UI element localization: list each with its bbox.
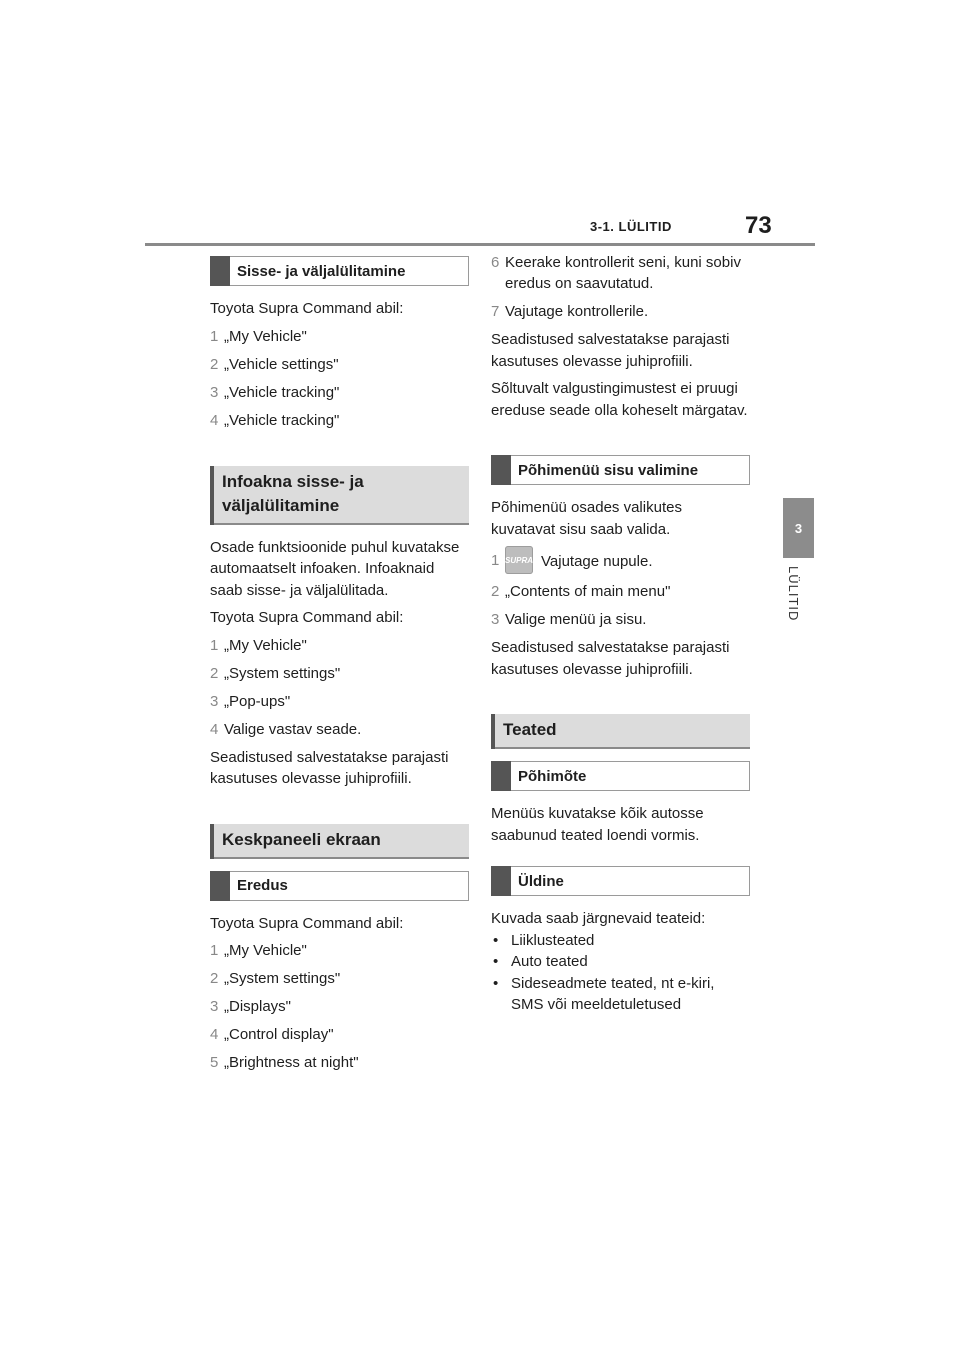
running-header-section: 3-1. LÜLITID: [590, 219, 672, 234]
heading-text: Põhimõte: [518, 767, 587, 785]
page-number: 73: [745, 212, 772, 239]
heading-marker: [491, 455, 511, 485]
intro-text: Toyota Supra Command abil:: [210, 609, 404, 626]
heading-text: Üldine: [518, 872, 564, 890]
supra-menu-button-icon: SUPRA: [505, 546, 533, 574]
heading-marker: [210, 823, 214, 859]
header-rule: [145, 243, 815, 246]
heading-text: Sisse- ja väljalülitamine: [237, 262, 406, 280]
section-heading-general: Üldine: [491, 866, 750, 896]
paragraph: Seadistused salvestatakse parajasti kasu…: [210, 748, 449, 788]
heading-text-line1: Infoakna sisse- ja: [222, 471, 364, 491]
paragraph: Menüüs kuvatakse kõik autosse saabunud t…: [491, 805, 704, 844]
heading-marker: [491, 714, 495, 749]
intro-text: Toyota Supra Command abil:: [210, 300, 404, 317]
heading-text: Teated: [503, 720, 557, 739]
heading-text: Keskpaneeli ekraan: [222, 829, 381, 849]
paragraph: Sõltuvalt valgustingimustest ei pruugi e…: [491, 380, 748, 419]
left-column: Sisse- ja väljalülitamine Toyota Supra C…: [210, 256, 469, 1080]
bullet-item: •Sideseadmete teated, nt e-kiri, SMS või…: [493, 974, 715, 1014]
heading-text: Eredus: [237, 877, 288, 894]
section-heading-infowindow: Infoakna sisse- ja väljalülitamine: [210, 465, 469, 525]
heading-marker: [210, 256, 230, 286]
list-item: 2„Contents of main menu": [491, 583, 671, 600]
list-item: 3„Vehicle tracking": [210, 383, 340, 401]
paragraph: Seadistused salvestatakse parajasti kasu…: [491, 331, 730, 370]
bullet-item: •Auto teated: [493, 953, 588, 970]
list-item: 2„System settings": [210, 970, 341, 987]
list-item: 3„Displays": [210, 998, 292, 1015]
paragraph: Kuvada saab järgnevaid teateid:: [491, 910, 706, 927]
list-item: 1„My Vehicle": [210, 636, 307, 654]
paragraph: Seadistused salvestatakse parajasti kasu…: [491, 639, 730, 678]
intro-text: Toyota Supra Command abil:: [210, 914, 404, 932]
chapter-tab: 3: [783, 498, 814, 558]
list-item: 2„Vehicle settings": [210, 355, 339, 373]
list-item: 5„Brightness at night": [210, 1054, 359, 1071]
paragraph: Põhimenüü osades valikutes kuvatavat sis…: [491, 499, 682, 538]
section-heading-principle: Põhimõte: [491, 761, 750, 791]
heading-marker: [491, 761, 511, 791]
list-item: 4„Control display": [210, 1026, 334, 1043]
heading-marker: [210, 465, 214, 525]
list-item: 3„Pop-ups": [210, 692, 291, 710]
chapter-tab-label: LÜLITID: [786, 566, 801, 622]
list-item: 1„My Vehicle": [210, 327, 307, 345]
heading-marker: [210, 870, 230, 901]
heading-marker: [491, 866, 511, 896]
list-item: 1„My Vehicle": [210, 942, 307, 959]
section-heading-center-display: Keskpaneeli ekraan: [210, 823, 469, 859]
heading-text-line2: väljalülitamine: [222, 495, 340, 515]
heading-text: Põhimenüü sisu valimine: [518, 461, 699, 479]
section-heading-power: Sisse- ja väljalülitamine: [210, 256, 469, 286]
section-heading-messages: Teated: [491, 714, 750, 749]
bullet-item: •Liiklusteated: [493, 931, 595, 949]
paragraph: Osade funktsioonide puhul kuvatakse auto…: [210, 538, 460, 599]
section-heading-brightness: Eredus: [210, 870, 469, 901]
list-item: 4„Vehicle tracking": [210, 411, 340, 429]
section-heading-main-menu: Põhimenüü sisu valimine: [491, 455, 750, 485]
list-item: 2„System settings": [210, 664, 341, 682]
